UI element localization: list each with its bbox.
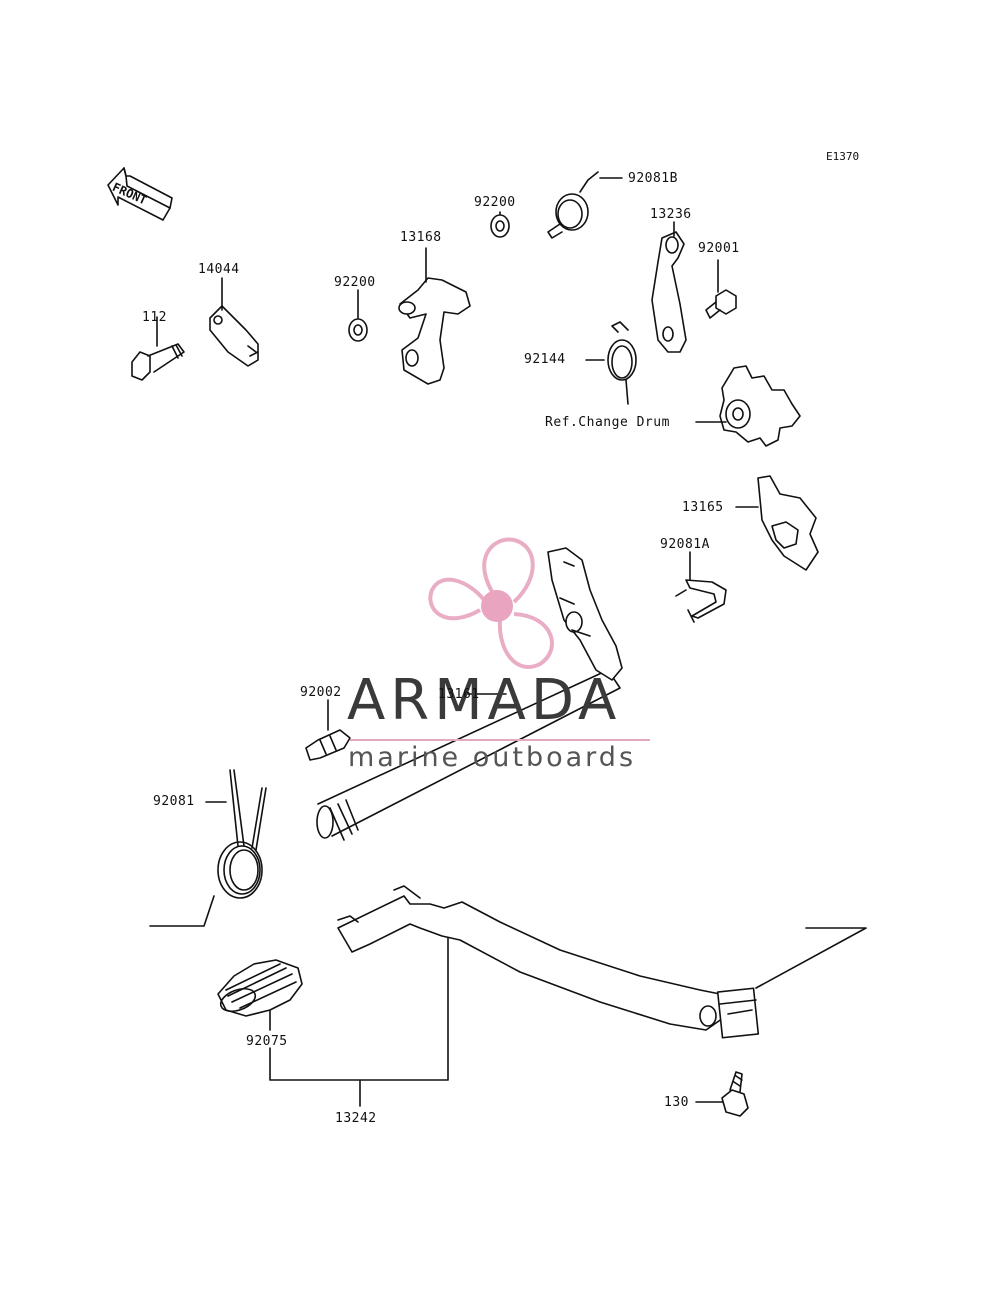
pedal-13242	[337, 885, 867, 1039]
arm-13236	[651, 221, 687, 353]
part-label-13168: 13168	[400, 230, 442, 245]
spring-92081B	[547, 171, 623, 239]
part-label-92081B: 92081B	[628, 171, 678, 186]
part-label-14044: 14044	[198, 262, 240, 277]
bolt-112	[131, 316, 185, 381]
diagram-code: E1370	[826, 150, 860, 163]
watermark-subtitle: marine outboards	[348, 742, 637, 773]
change-drum-star	[695, 365, 801, 447]
part-label-112: 112	[142, 310, 167, 325]
lever-13168	[398, 247, 471, 385]
leader-13242	[269, 937, 449, 1107]
part-label-92200-left: 92200	[334, 275, 376, 290]
spring-92144	[585, 321, 637, 405]
part-label-13242: 13242	[335, 1111, 377, 1126]
rubber-92075	[217, 959, 303, 1031]
part-label-92001: 92001	[698, 241, 740, 256]
plate-13165	[735, 475, 819, 571]
watermark-title: ARMADA	[347, 668, 622, 733]
washer-92200-top	[490, 211, 510, 238]
bracket-14044	[209, 277, 259, 367]
bolt-92001	[705, 289, 737, 319]
watermark-divider	[350, 739, 650, 741]
part-label-92002: 92002	[300, 685, 342, 700]
pin-92002	[305, 699, 351, 761]
part-label-13236: 13236	[650, 207, 692, 222]
armada-logo-icon	[428, 537, 554, 669]
ref-change-drum-label: Ref.Change Drum	[545, 415, 670, 430]
part-label-130: 130	[664, 1095, 689, 1110]
part-label-13161: 13161	[438, 687, 480, 702]
part-label-92075: 92075	[246, 1034, 288, 1049]
clip-92081A	[675, 551, 727, 623]
part-label-13165: 13165	[682, 500, 724, 515]
part-label-92144: 92144	[524, 352, 566, 367]
part-label-92081A: 92081A	[660, 537, 710, 552]
spring-92081	[149, 769, 267, 927]
washer-92200-left	[348, 318, 368, 342]
bolt-130	[695, 1071, 749, 1117]
part-label-92081: 92081	[153, 794, 195, 809]
shaft-13161	[316, 547, 623, 841]
front-arrow-icon	[107, 167, 173, 221]
part-label-92200-top: 92200	[474, 195, 516, 210]
